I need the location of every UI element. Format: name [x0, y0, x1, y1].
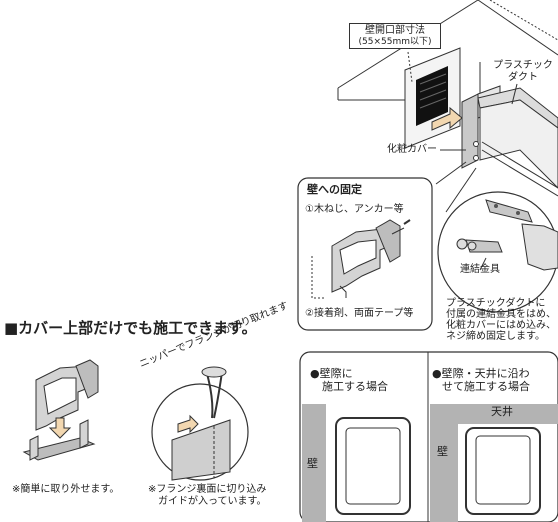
cover-label: 化粧カバー [387, 144, 437, 155]
installation-cases-panel [299, 351, 558, 522]
case2-heading: ●壁際・天井に沿わ せて施工する場合 [432, 367, 530, 393]
headline: ■カバー上部だけでも施工できます。 [4, 319, 257, 337]
case2-ceiling-label: 天井 [491, 405, 513, 418]
joint-metal-label: 連結金具 [460, 264, 500, 275]
wall-opening [404, 47, 461, 149]
case1-heading: ●壁際に 施工する場合 [310, 367, 388, 393]
zoom-leader-right [445, 167, 477, 213]
case1-wall-label: 壁 [307, 457, 318, 470]
zoom-leader-left [435, 161, 467, 185]
flange-note: ※フランジ裏面に切り込み ガイドが入っています。 [148, 484, 267, 507]
duct-note-line3: 化粧カバーにはめ込み、 [446, 320, 556, 331]
duct-note-line2: 付属の連結金具をはめ、 [446, 309, 556, 320]
nipper-zoom-circle [151, 366, 249, 481]
opening-size-value: (55×55mm以下) [358, 36, 432, 47]
opening-size-label: 壁開口部寸法 (55×55mm以下) [349, 23, 441, 49]
duct-note-line4: ネジ締め固定します。 [446, 331, 545, 342]
case2-wall-label: 壁 [437, 445, 448, 458]
case1-line1: ●壁際に [310, 367, 353, 380]
insert-arrow [431, 106, 463, 131]
cover-and-duct [461, 85, 558, 197]
case2-line1: ●壁際・天井に沿わ [432, 367, 530, 380]
joint-zoom-circle [437, 191, 558, 313]
duct-note: プラスチックダクトに 付属の連結金具をはめ、 化粧カバーにはめ込み、 ネジ締め固… [446, 298, 556, 342]
removable-note: ※簡単に取り外せます。 [12, 484, 120, 495]
removable-cover-drawing [22, 359, 99, 461]
wall-fix-item1: ①木ねじ、アンカー等 [305, 204, 404, 215]
wall-fix-panel [297, 177, 433, 331]
flange-note-line2: ガイドが入っています。 [158, 495, 267, 507]
case2-line2: せて施工する場合 [442, 379, 530, 393]
duct-leader [511, 83, 518, 105]
case1-line2: 施工する場合 [322, 379, 388, 393]
duct-label: プラスチック ダクト [486, 60, 558, 83]
flange-note-line1: ※フランジ裏面に切り込み [148, 484, 267, 495]
opening-size-title: 壁開口部寸法 [365, 25, 425, 36]
wall-fix-item2: ②接着剤、両面テープ等 [305, 308, 414, 319]
wall-fix-title: 壁への固定 [307, 183, 362, 196]
duct-label-line1: プラスチック [493, 60, 553, 71]
duct-label-line2: ダクト [508, 71, 538, 83]
duct-note-line1: プラスチックダクトに [446, 298, 546, 309]
size-leader-line [407, 51, 413, 83]
